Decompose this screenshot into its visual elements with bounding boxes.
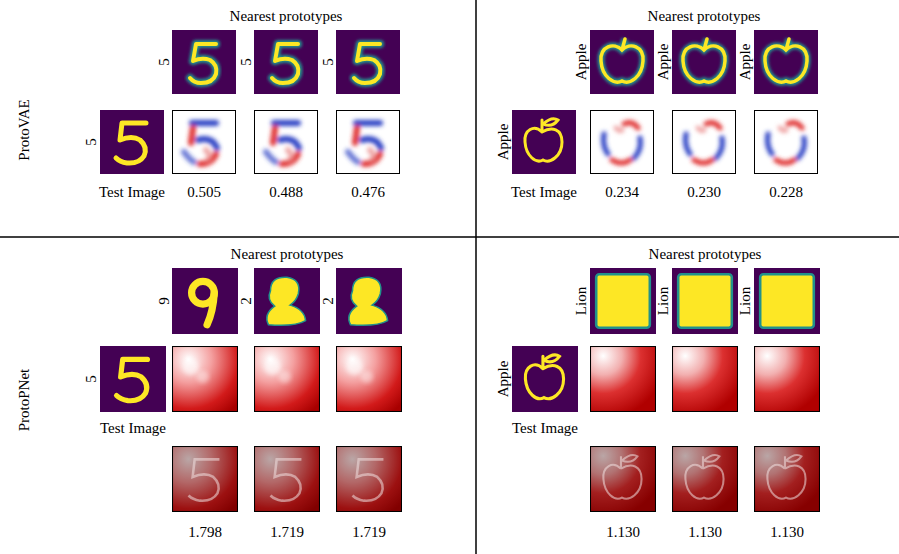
similarity-score: 0.488 xyxy=(269,185,303,200)
similarity-score: 0.230 xyxy=(687,185,721,200)
section-heading: Nearest prototypes xyxy=(649,247,762,262)
similarity-score: 0.234 xyxy=(605,185,639,200)
similarity-score: 0.228 xyxy=(769,185,803,200)
similarity-score: 1.798 xyxy=(188,525,222,540)
class-label: Apple xyxy=(496,361,511,398)
class-label: Lion xyxy=(656,287,671,315)
class-label: Lion xyxy=(738,287,753,315)
section-heading: Nearest prototypes xyxy=(231,247,344,262)
class-label: 5 xyxy=(239,58,254,66)
image-caption: Test Image xyxy=(99,185,165,200)
class-label: 5 xyxy=(157,58,172,66)
class-label: Lion xyxy=(574,287,589,315)
class-label: 9 xyxy=(157,297,172,305)
class-label: Apple xyxy=(574,44,589,81)
class-label: Apple xyxy=(738,44,753,81)
image-caption: Test Image xyxy=(511,185,577,200)
section-heading: Nearest prototypes xyxy=(230,9,343,24)
row-title: ProtoVAE xyxy=(17,99,32,160)
class-label: 5 xyxy=(84,375,99,383)
similarity-score: 1.719 xyxy=(352,525,386,540)
image-caption: Test Image xyxy=(512,421,578,436)
class-label: 5 xyxy=(321,58,336,66)
class-label: 2 xyxy=(239,297,254,305)
similarity-score: 1.719 xyxy=(270,525,304,540)
row-title: ProtoPNet xyxy=(17,369,32,432)
similarity-score: 1.130 xyxy=(770,525,804,540)
similarity-score: 1.130 xyxy=(606,525,640,540)
image-caption: Test Image xyxy=(100,421,166,436)
class-label: 5 xyxy=(84,138,99,146)
similarity-score: 0.476 xyxy=(351,185,385,200)
similarity-score: 1.130 xyxy=(688,525,722,540)
section-heading: Nearest prototypes xyxy=(648,9,761,24)
similarity-score: 0.505 xyxy=(187,185,221,200)
class-label: Apple xyxy=(656,44,671,81)
class-label: 2 xyxy=(321,297,336,305)
class-label: Apple xyxy=(496,124,511,161)
